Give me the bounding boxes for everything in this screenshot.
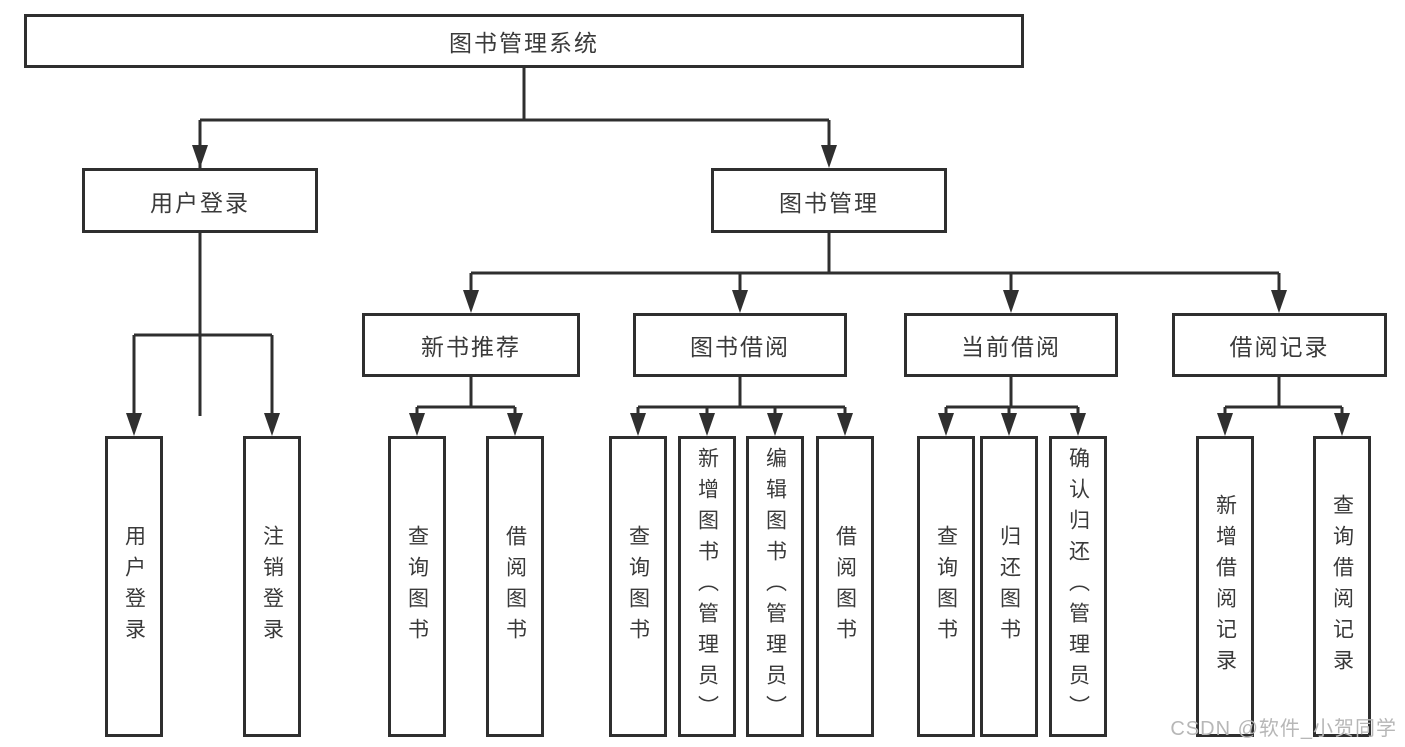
node-leaf-bb-add-book: 新增图书（管理员）: [678, 436, 736, 737]
arrow-leaf: [507, 413, 523, 436]
leaf-label: 确认归还（管理员）: [1066, 447, 1090, 726]
arrow-leaf: [126, 413, 142, 436]
node-leaf-bb-query-book: 查询图书: [609, 436, 667, 737]
node-user-login: 用户登录: [82, 168, 318, 233]
node-new-book-recommend: 新书推荐: [362, 313, 580, 377]
arrow-leaf: [938, 413, 954, 436]
node-current-borrow: 当前借阅: [904, 313, 1118, 377]
node-leaf-nb-borrow-book: 借阅图书: [486, 436, 544, 737]
node-leaf-cb-query-book: 查询图书: [917, 436, 975, 737]
leaf-label: 查询图书: [934, 524, 958, 649]
leaf-label: 编辑图书（管理员）: [763, 447, 787, 726]
wire-user-login-branch: [132, 233, 274, 416]
node-leaf-cb-return-book: 归还图书: [980, 436, 1038, 737]
leaf-label: 归还图书: [997, 524, 1021, 649]
wire-book-borrow-branch: [636, 377, 847, 416]
node-book-borrow: 图书借阅: [633, 313, 847, 377]
node-leaf-user-login: 用户登录: [105, 436, 163, 737]
arrow-user-login: [192, 145, 208, 168]
node-root: 图书管理系统: [24, 14, 1024, 68]
node-leaf-br-query-record: 查询借阅记录: [1313, 436, 1371, 737]
arrow-leaf: [1001, 413, 1017, 436]
arrow-leaf: [699, 413, 715, 436]
node-leaf-nb-query-book: 查询图书: [388, 436, 446, 737]
leaf-label: 查询图书: [626, 524, 650, 649]
arrow-leaf: [264, 413, 280, 436]
wire-current-borrow-branch: [944, 377, 1080, 416]
leaf-label: 借阅图书: [503, 524, 527, 649]
arrow-leaf: [409, 413, 425, 436]
node-leaf-bb-edit-book: 编辑图书（管理员）: [746, 436, 804, 737]
arrow-leaf: [1070, 413, 1086, 436]
arrow-leaf: [767, 413, 783, 436]
node-book-management: 图书管理: [711, 168, 947, 233]
leaf-label: 新增图书（管理员）: [695, 447, 719, 726]
node-leaf-logout: 注销登录: [243, 436, 301, 737]
arrow-leaf: [1334, 413, 1350, 436]
wire-root-branch: [198, 68, 831, 416]
node-borrow-record: 借阅记录: [1172, 313, 1387, 377]
arrowheads: [126, 145, 1350, 436]
watermark: CSDN @软件_小贺同学: [1170, 718, 1397, 740]
arrow-current-borrow: [1003, 290, 1019, 313]
leaf-label: 查询借阅记录: [1330, 493, 1354, 680]
arrow-book-management: [821, 145, 837, 168]
arrow-borrow-record: [1271, 290, 1287, 313]
node-leaf-bb-borrow-book: 借阅图书: [816, 436, 874, 737]
leaf-label: 新增借阅记录: [1213, 493, 1237, 680]
arrow-leaf: [837, 413, 853, 436]
leaf-label: 查询图书: [405, 524, 429, 649]
node-leaf-br-add-record: 新增借阅记录: [1196, 436, 1254, 737]
node-leaf-cb-confirm-return: 确认归还（管理员）: [1049, 436, 1107, 737]
leaf-label: 注销登录: [260, 524, 284, 649]
arrow-leaf: [1217, 413, 1233, 436]
leaf-label: 用户登录: [122, 524, 146, 649]
leaf-label: 借阅图书: [833, 524, 857, 649]
arrow-book-borrow: [732, 290, 748, 313]
arrow-new-book: [463, 290, 479, 313]
wire-borrow-record-branch: [1223, 377, 1344, 416]
arrow-leaf: [630, 413, 646, 436]
wire-new-book-branch: [415, 377, 517, 416]
wire-book-management-branch: [469, 233, 1281, 293]
